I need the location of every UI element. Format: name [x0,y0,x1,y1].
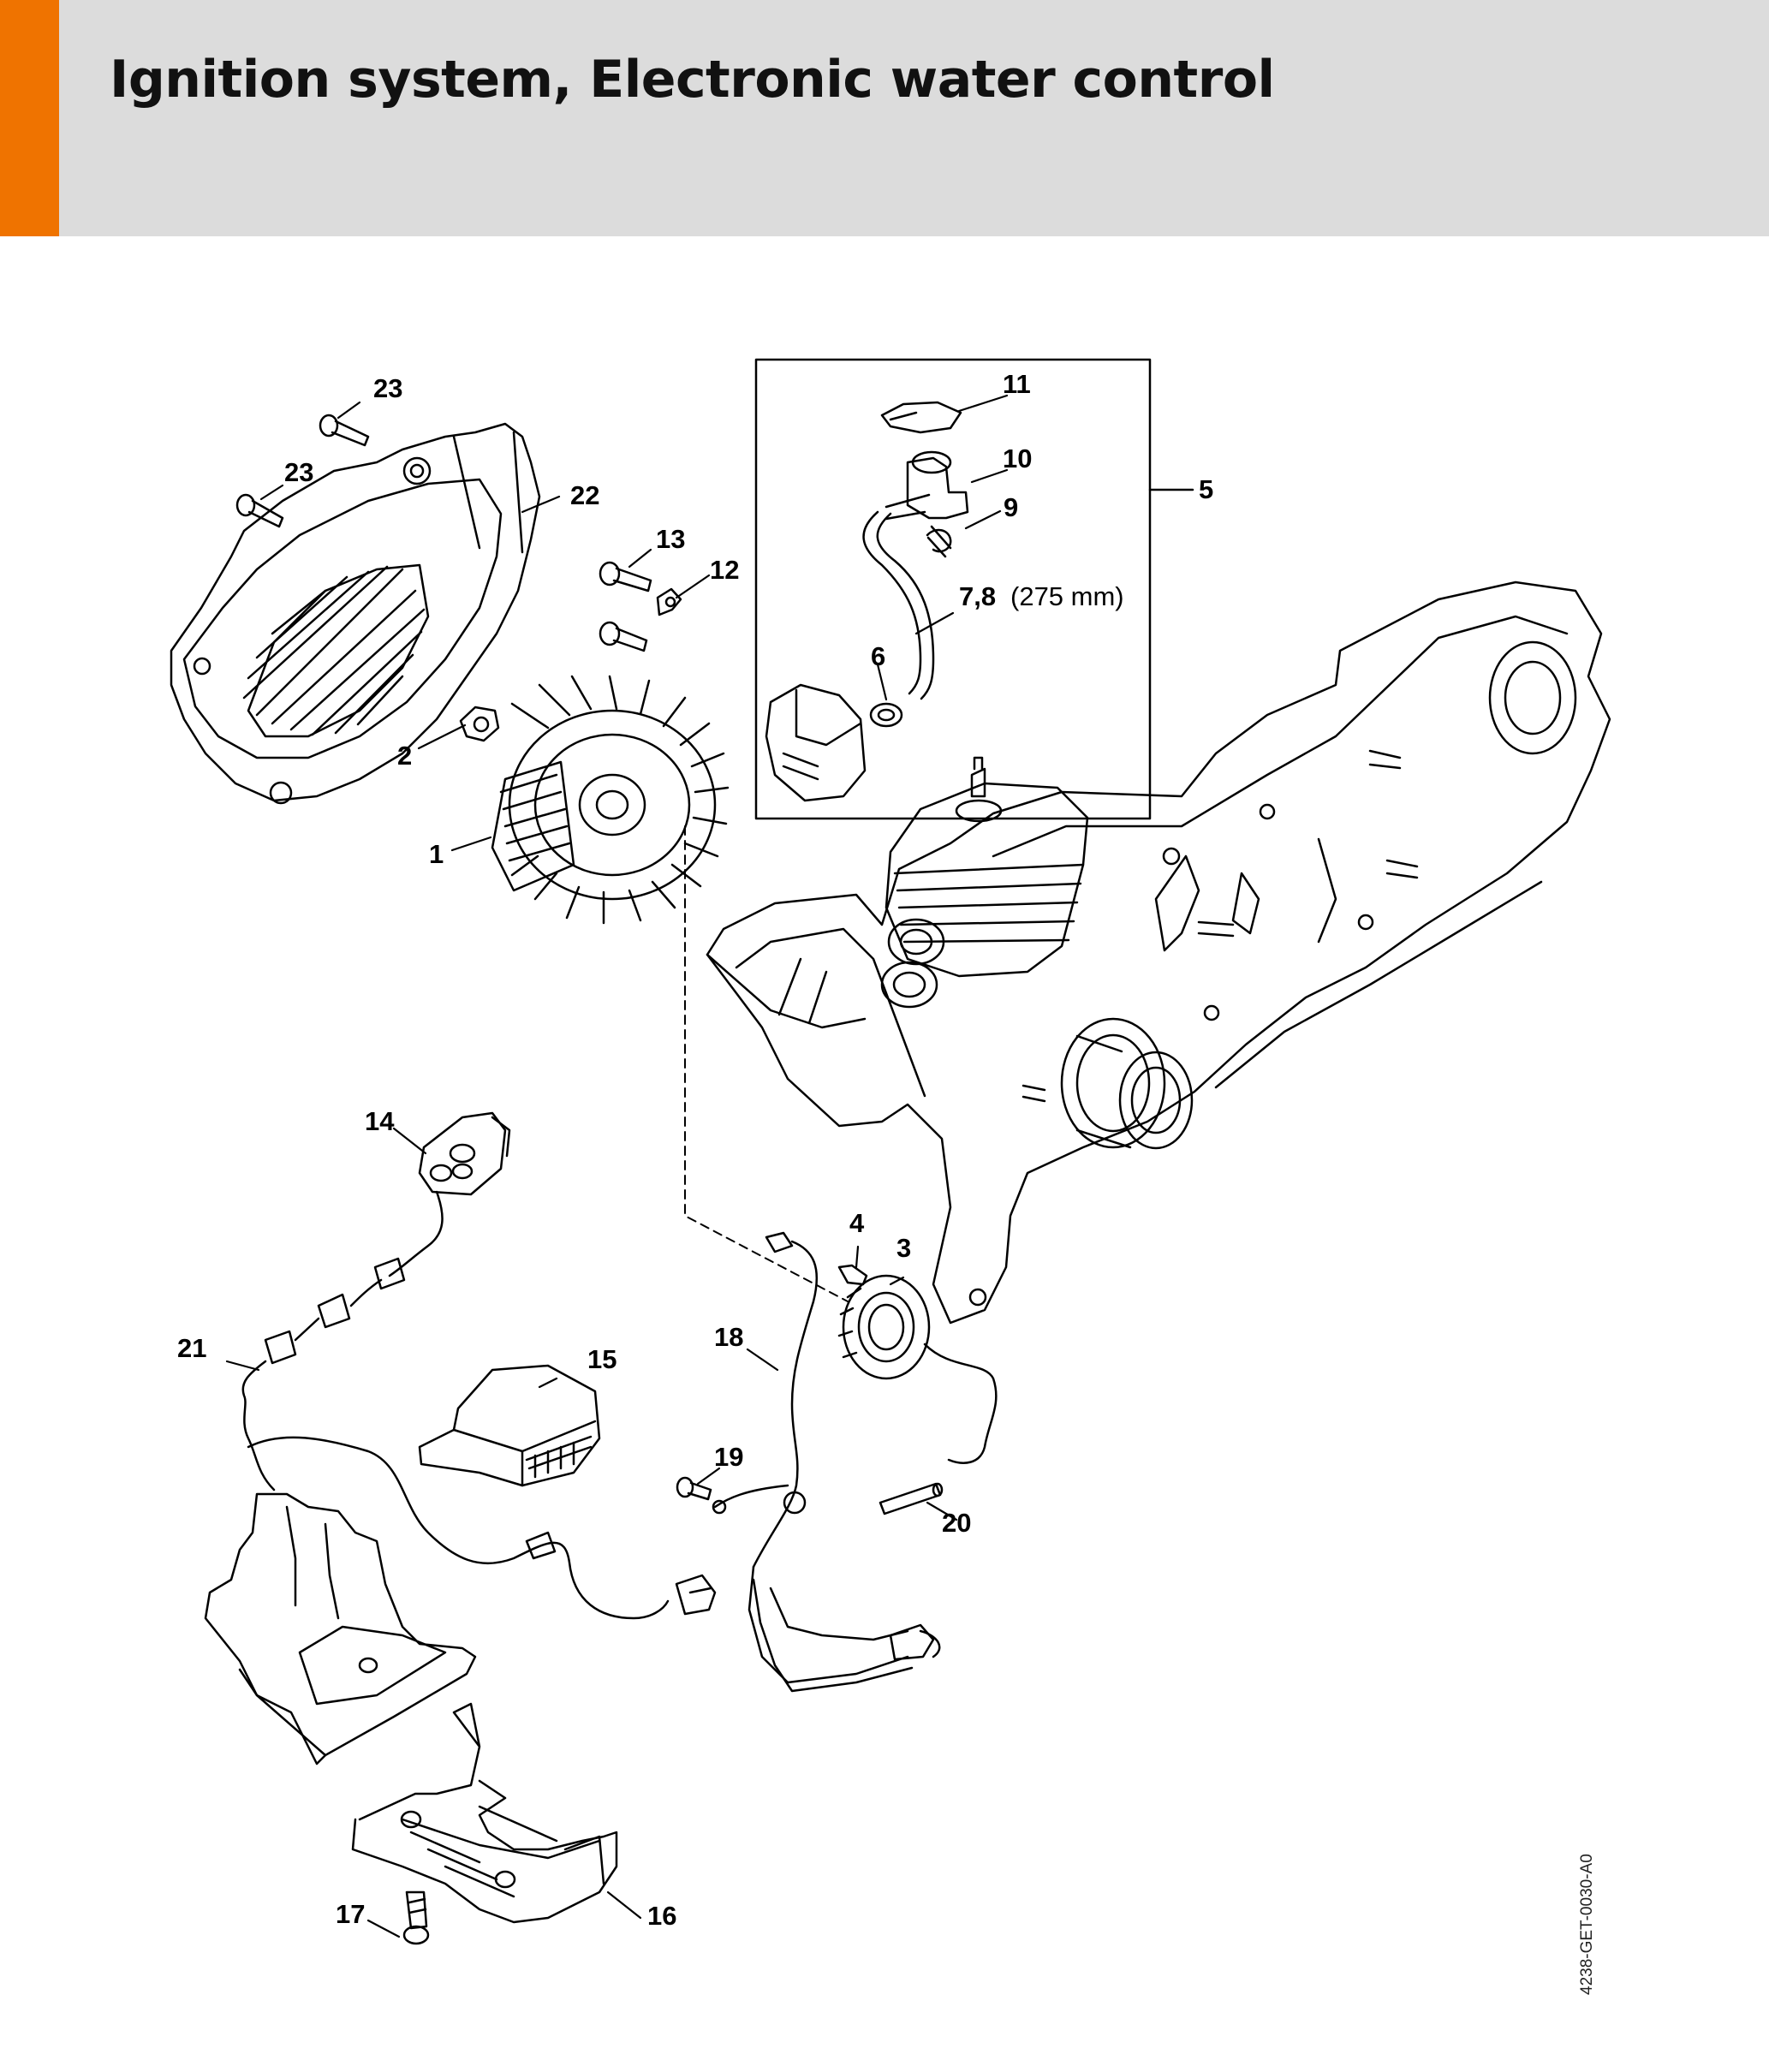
callout-14: 14 [365,1106,395,1136]
screw-part-17 [402,1890,430,1945]
screw-part-19-and-pin-part-20 [676,1476,944,1515]
callout-17: 17 [336,1899,365,1929]
callout-21: 21 [177,1333,206,1363]
flywheel-part-1 [491,675,730,925]
callout-labels: 23 23 22 13 12 2 1 11 10 9 5 7,8 (275 mm… [177,369,1213,1931]
control-switch-part-14 [241,1111,511,1491]
crankcase-drawing [706,581,1611,1325]
callout-16: 16 [647,1901,676,1931]
callout-9: 9 [1004,492,1018,522]
callout-1: 1 [429,839,444,869]
callout-11: 11 [1003,369,1031,399]
leader-lines [225,394,1009,1938]
screws-part-23 [235,414,370,528]
callout-23-a: 23 [373,373,402,403]
callout-10: 10 [1003,444,1032,473]
bottom-cover-drawing [204,1492,477,1765]
accent-bar [0,0,59,236]
callout-20: 20 [942,1508,971,1538]
callout-7-8: 7,8 [959,581,996,611]
wiring-harness-part-18 [247,1231,941,1693]
callout-13: 13 [656,524,685,554]
control-unit-part-15 [418,1364,601,1487]
callout-22: 22 [570,480,599,510]
callout-7-8-note: (275 mm) [1010,581,1124,611]
callout-18: 18 [714,1322,743,1352]
base-plate-part-16 [351,1702,618,1924]
small-fasteners [459,561,682,742]
callout-19: 19 [714,1442,743,1472]
sensor-ring-part-3 [837,1264,998,1464]
dashed-guide-line [684,825,849,1302]
fan-housing-part-22 [170,422,541,805]
callout-3: 3 [896,1233,911,1263]
callout-5: 5 [1199,474,1213,504]
callout-12: 12 [710,555,739,585]
document-code: 4238-GET-0030-A0 [1578,1854,1596,1995]
callout-4: 4 [849,1208,865,1238]
callout-23-b: 23 [284,457,313,487]
callout-15: 15 [587,1344,616,1374]
callout-6: 6 [871,641,885,671]
callout-2: 2 [397,741,412,771]
header-band [0,0,1769,236]
page-title: Ignition system, Electronic water contro… [110,50,1275,110]
ignition-module-box-part-5 [754,358,1194,820]
